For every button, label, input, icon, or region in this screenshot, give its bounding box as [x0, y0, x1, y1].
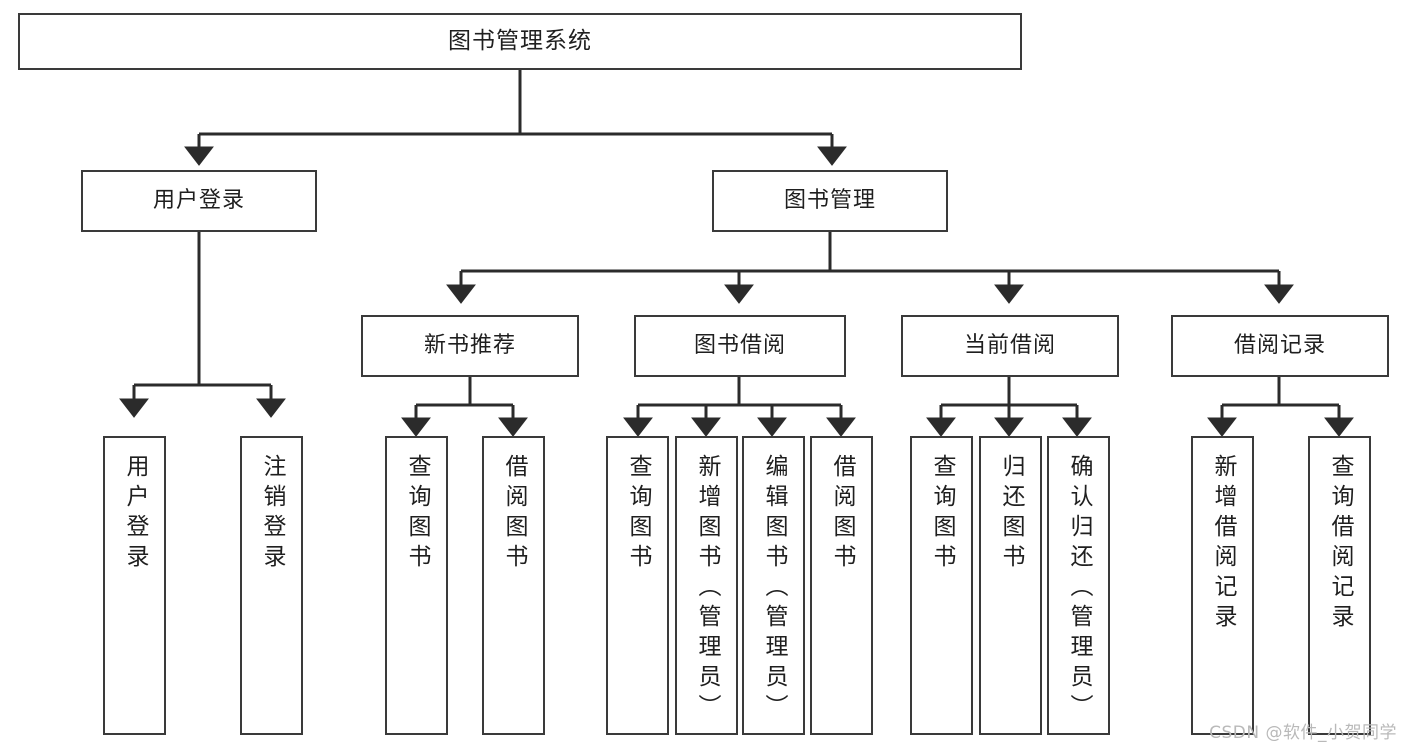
leaf-borrow-edit-book-admin[interactable]: 编辑图书（管理员）	[742, 436, 805, 735]
leaf-borrow-query-book-label: 查询图书	[625, 454, 651, 574]
node-current-borrow-label: 当前借阅	[963, 333, 1056, 359]
leaf-borrow-borrow-book-label: 借阅图书	[829, 454, 855, 574]
leaf-user-login-label: 用户登录	[122, 454, 148, 574]
leaf-borrow-edit-book-admin-label: 编辑图书（管理员）	[761, 454, 787, 724]
node-new-book-recommend-label: 新书推荐	[423, 333, 516, 359]
leaf-recommend-query-book-label: 查询图书	[404, 454, 430, 574]
leaf-record-add-record[interactable]: 新增借阅记录	[1191, 436, 1254, 735]
leaf-record-query-record[interactable]: 查询借阅记录	[1308, 436, 1371, 735]
leaf-current-return-book[interactable]: 归还图书	[979, 436, 1042, 735]
watermark: CSDN @软件_小贺同学	[1209, 723, 1397, 743]
node-root[interactable]: 图书管理系统	[18, 13, 1022, 70]
leaf-record-query-record-label: 查询借阅记录	[1327, 454, 1353, 634]
leaf-recommend-borrow-book-label: 借阅图书	[501, 454, 527, 574]
leaf-borrow-borrow-book[interactable]: 借阅图书	[810, 436, 873, 735]
node-borrow-record[interactable]: 借阅记录	[1171, 315, 1389, 377]
node-root-label: 图书管理系统	[448, 27, 592, 54]
leaf-recommend-query-book[interactable]: 查询图书	[385, 436, 448, 735]
leaf-recommend-borrow-book[interactable]: 借阅图书	[482, 436, 545, 735]
node-user-login-label: 用户登录	[152, 188, 245, 214]
leaf-user-logout[interactable]: 注销登录	[240, 436, 303, 735]
leaf-current-confirm-return-admin[interactable]: 确认归还（管理员）	[1047, 436, 1110, 735]
leaf-current-query-book-label: 查询图书	[929, 454, 955, 574]
leaf-user-logout-label: 注销登录	[259, 454, 285, 574]
node-book-management[interactable]: 图书管理	[712, 170, 948, 232]
leaf-current-query-book[interactable]: 查询图书	[910, 436, 973, 735]
leaf-current-confirm-return-admin-label: 确认归还（管理员）	[1066, 454, 1092, 724]
node-book-borrow-label: 图书借阅	[693, 333, 786, 359]
node-book-borrow[interactable]: 图书借阅	[634, 315, 846, 377]
leaf-borrow-query-book[interactable]: 查询图书	[606, 436, 669, 735]
node-user-login[interactable]: 用户登录	[81, 170, 317, 232]
node-new-book-recommend[interactable]: 新书推荐	[361, 315, 579, 377]
node-current-borrow[interactable]: 当前借阅	[901, 315, 1119, 377]
leaf-record-add-record-label: 新增借阅记录	[1210, 454, 1236, 634]
leaf-user-login[interactable]: 用户登录	[103, 436, 166, 735]
leaf-borrow-add-book-admin-label: 新增图书（管理员）	[694, 454, 720, 724]
leaf-borrow-add-book-admin[interactable]: 新增图书（管理员）	[675, 436, 738, 735]
leaf-current-return-book-label: 归还图书	[998, 454, 1024, 574]
node-book-management-label: 图书管理	[783, 188, 876, 214]
node-borrow-record-label: 借阅记录	[1233, 333, 1326, 359]
